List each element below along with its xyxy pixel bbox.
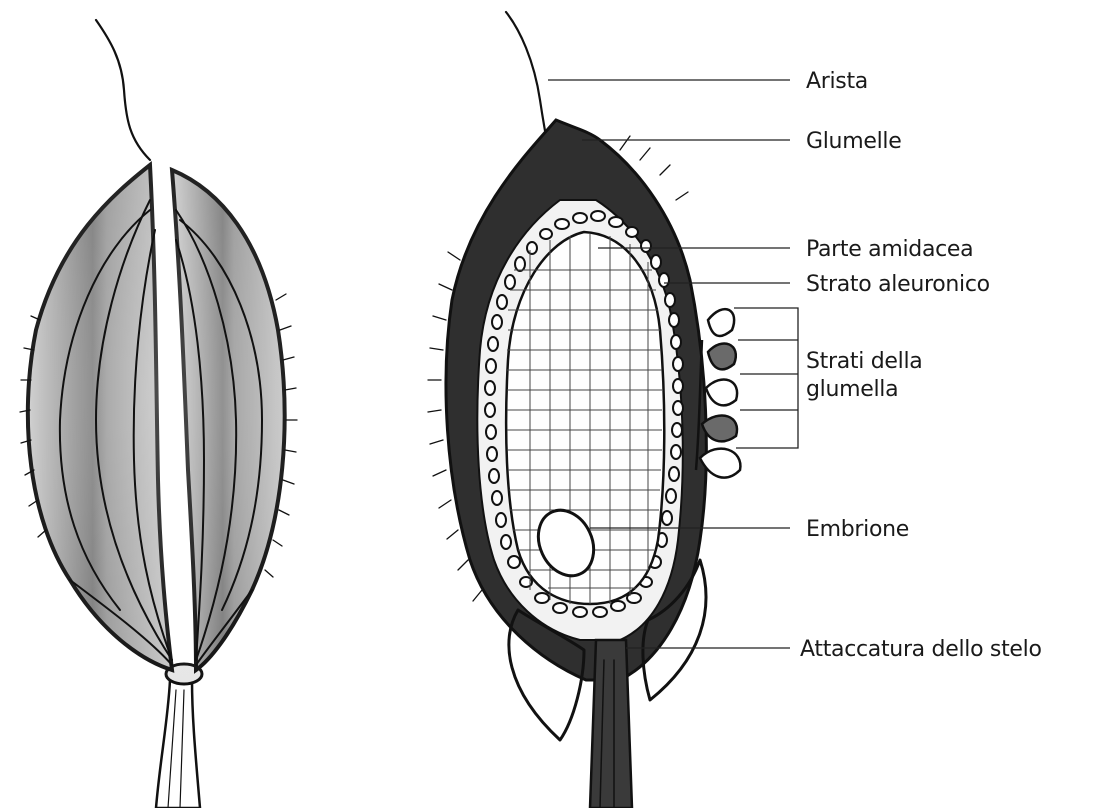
awn-left	[96, 20, 150, 160]
label-embrione: Embrione	[806, 517, 909, 542]
label-strati-della-glumella-2: glumella	[806, 377, 898, 402]
stem-section	[590, 640, 632, 808]
label-parte-amidacea: Parte amidacea	[806, 237, 973, 262]
label-attaccatura-dello-stelo: Attaccatura dello stelo	[800, 637, 1042, 662]
label-arista: Arista	[806, 69, 868, 94]
grain-external-view	[20, 20, 300, 808]
label-glumelle: Glumelle	[806, 129, 901, 154]
label-strato-aleuronico: Strato aleuronico	[806, 272, 990, 297]
stem-left	[156, 680, 200, 808]
label-strati-della-glumella-1: Strati della	[806, 349, 922, 374]
labels: Arista Glumelle Parte amidacea Strato al…	[800, 69, 1042, 662]
grain-section-view	[428, 12, 740, 808]
